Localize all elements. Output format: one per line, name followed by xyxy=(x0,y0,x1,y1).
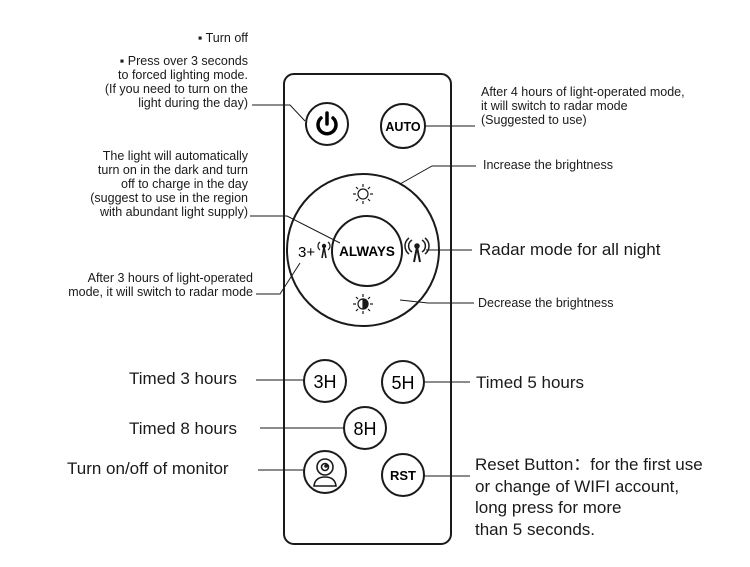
reset-description: Reset Button：for the first use or change… xyxy=(475,455,703,539)
radar-all-night-label: Radar mode for all night xyxy=(479,240,661,259)
forced-lighting-label: ▪ Press over 3 seconds to forced lightin… xyxy=(104,54,248,110)
auto-mode-label: After 4 hours of light-operated mode, it… xyxy=(481,85,685,127)
monitor-label: Turn on/off of monitor xyxy=(67,459,229,478)
three-plus-label: 3+ xyxy=(298,244,315,261)
auto-button-label: AUTO xyxy=(385,120,420,134)
power-button[interactable] xyxy=(305,102,349,146)
radar-antenna-icon xyxy=(404,237,430,263)
timed-8-label: Timed 8 hours xyxy=(129,419,238,438)
timed-5-label: Timed 5 hours xyxy=(476,373,585,392)
timer-3h-button[interactable]: 3H xyxy=(303,359,347,403)
leader-lines xyxy=(250,104,476,477)
three-plus-mode-label: After 3 hours of light-operated mode, it… xyxy=(68,271,253,299)
timer-8h-label: 8H xyxy=(353,419,376,439)
always-button[interactable]: ALWAYS xyxy=(331,215,403,287)
increase-brightness-button[interactable] xyxy=(348,180,378,208)
sun-bright-icon xyxy=(353,184,373,204)
three-plus-radar-button[interactable]: 3+ xyxy=(296,238,331,264)
radar-all-night-button[interactable] xyxy=(404,236,430,266)
increase-brightness-label: Increase the brightness xyxy=(483,158,613,172)
webcam-icon xyxy=(313,458,337,487)
always-mode-label: The light will automatically turn on in … xyxy=(90,149,248,219)
radar-antenna-icon xyxy=(317,241,331,259)
reset-button-label: RST xyxy=(390,468,416,483)
timer-3h-label: 3H xyxy=(313,372,336,392)
timed-3-label: Timed 3 hours xyxy=(129,369,238,388)
monitor-button[interactable] xyxy=(303,450,347,494)
power-icon xyxy=(316,111,338,136)
reset-button[interactable]: RST xyxy=(381,453,425,497)
decrease-brightness-label: Decrease the brightness xyxy=(478,296,614,310)
decrease-brightness-button[interactable] xyxy=(348,290,378,318)
timer-8h-button[interactable]: 8H xyxy=(343,406,387,450)
always-button-label: ALWAYS xyxy=(339,244,395,259)
turn-off-label: ▪ Turn off xyxy=(197,31,248,45)
sun-dim-icon xyxy=(353,294,373,314)
auto-button[interactable]: AUTO xyxy=(380,103,426,149)
timer-5h-button[interactable]: 5H xyxy=(381,360,425,404)
timer-5h-label: 5H xyxy=(391,373,414,393)
